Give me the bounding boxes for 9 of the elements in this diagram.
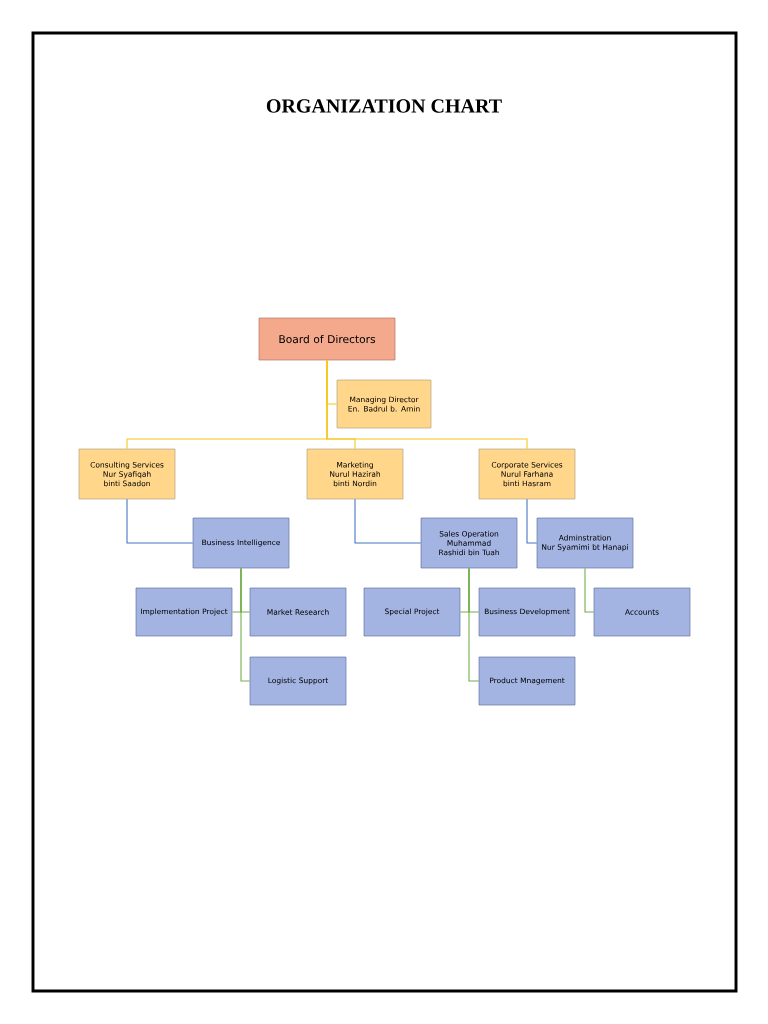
- connector-line: [240, 567, 251, 682]
- connector-line: [326, 359, 528, 450]
- title: ORGANIZATION CHART: [266, 99, 502, 113]
- title-box: Board of Directors: [258, 317, 396, 361]
- connector-line: [354, 498, 422, 544]
- connector-line: [126, 498, 194, 544]
- connector-line: [468, 567, 480, 682]
- connector-line: [526, 498, 538, 544]
- connector-line: [584, 567, 595, 613]
